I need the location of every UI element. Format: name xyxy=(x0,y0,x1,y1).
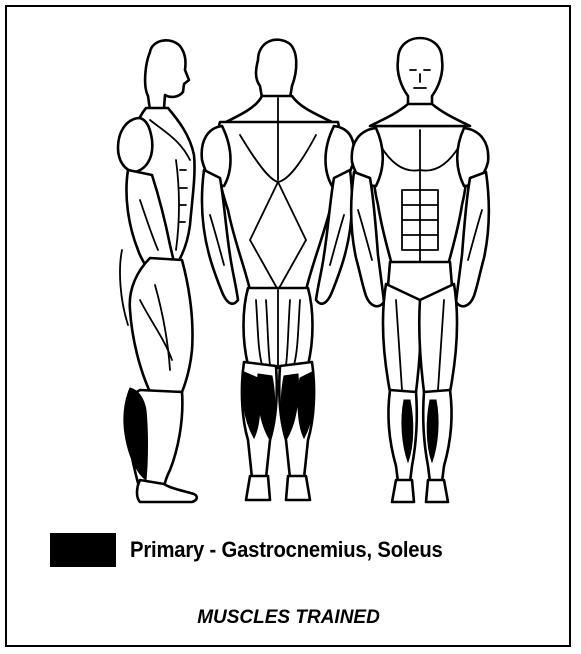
rear-view-figure xyxy=(202,40,355,500)
caption: MUSCLES TRAINED xyxy=(0,607,577,629)
legend-swatch xyxy=(50,533,116,567)
legend-label: Primary - Gastrocnemius, Soleus xyxy=(130,537,443,563)
front-view-figure xyxy=(351,38,489,502)
side-view-figure xyxy=(118,40,197,502)
muscle-figures xyxy=(0,0,581,530)
legend: Primary - Gastrocnemius, Soleus xyxy=(50,532,470,568)
